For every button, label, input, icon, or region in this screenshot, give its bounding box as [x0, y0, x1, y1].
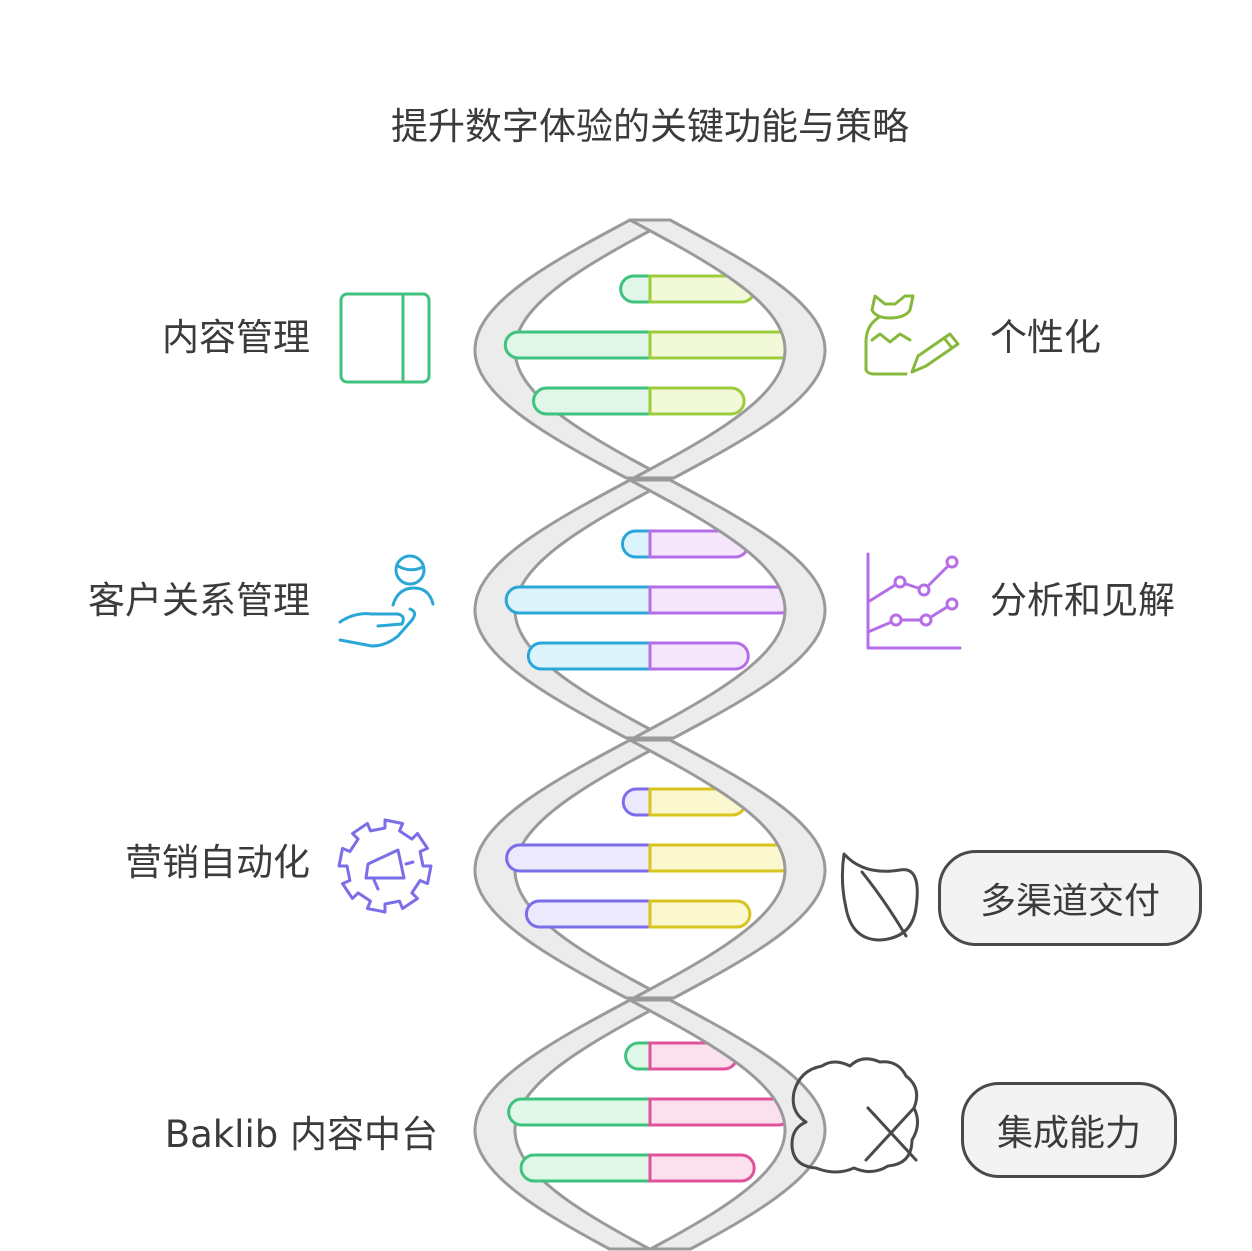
- line-chart-icon: [866, 552, 962, 650]
- rung-right-half: [648, 843, 795, 873]
- rung-right-half: [648, 1153, 756, 1183]
- label-content-management: 内容管理: [162, 316, 310, 359]
- gear-megaphone-icon: [337, 818, 433, 914]
- rung-right-half: [648, 1097, 793, 1127]
- rung-left-half: [507, 1097, 652, 1127]
- label-baklib: Baklib 内容中台: [164, 1113, 438, 1156]
- rung-left-half: [619, 274, 652, 304]
- label-personalization: 个性化: [990, 316, 1101, 359]
- rung-left-half: [503, 330, 652, 360]
- rung-right-half: [648, 585, 796, 615]
- pill-integration: 集成能力: [961, 1082, 1177, 1178]
- rung-left-half: [519, 1153, 652, 1183]
- dna-rungs: [503, 274, 797, 1183]
- dna-front-strand: [628, 218, 827, 1251]
- cloud-x-icon: [790, 1057, 919, 1174]
- rung-left-half: [532, 386, 652, 416]
- pill-omnichannel: 多渠道交付: [938, 850, 1202, 946]
- rung-left-half: [524, 899, 652, 929]
- rung-left-half: [621, 787, 652, 817]
- rung-right-half: [648, 330, 797, 360]
- pill-integration-label: 集成能力: [996, 1113, 1141, 1154]
- label-analytics: 分析和见解: [990, 579, 1175, 622]
- strand-a-segment: [628, 218, 827, 480]
- diagram-title: 提升数字体验的关键功能与策略: [391, 105, 909, 148]
- label-marketing-automation: 营销自动化: [125, 841, 310, 884]
- rung-right-half: [648, 386, 746, 416]
- person-pencil-icon: [864, 294, 960, 376]
- strand-a-segment: [628, 738, 827, 1000]
- rung-left-half: [624, 1041, 652, 1071]
- rung-right-half: [648, 641, 750, 671]
- hand-person-icon: [338, 554, 435, 648]
- rung-left-half: [526, 641, 652, 671]
- rung-right-half: [648, 899, 752, 929]
- leaf-icon: [840, 852, 919, 942]
- panel-icon: [339, 292, 431, 384]
- rung-left-half: [505, 843, 652, 873]
- strand-b-segment: [628, 478, 827, 740]
- rung-left-half: [620, 529, 652, 559]
- pill-omnichannel-label: 多渠道交付: [979, 881, 1160, 922]
- rung-left-half: [504, 585, 652, 615]
- label-crm: 客户关系管理: [88, 579, 310, 622]
